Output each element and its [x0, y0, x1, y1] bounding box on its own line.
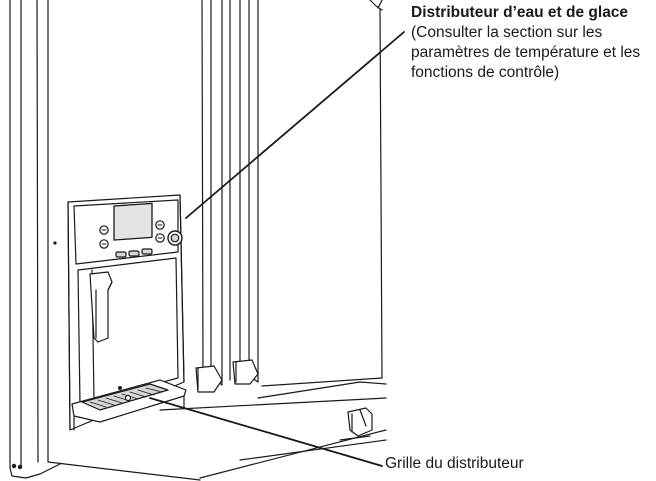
dispenser-callout-note: (Consulter la section sur les paramètres…: [411, 24, 641, 81]
left-door: [9, 0, 61, 479]
dispenser-leader-line: [185, 31, 405, 219]
display-screen: [113, 202, 153, 241]
door-panel: [47, 0, 201, 481]
dispenser-housing: [67, 194, 187, 431]
dispenser-grille: [81, 383, 169, 411]
right-door: [261, 0, 383, 387]
door-handles: [195, 0, 259, 393]
grille-callout: Grille du distributeur: [385, 455, 524, 472]
dispenser-callout-title: Distributeur d’eau et de glace: [411, 4, 629, 21]
dispenser-callout: Distributeur d’eau et de glace (Consulte…: [411, 3, 656, 83]
freezer-drawer: [159, 381, 387, 479]
grille-leader-line: [149, 397, 383, 467]
